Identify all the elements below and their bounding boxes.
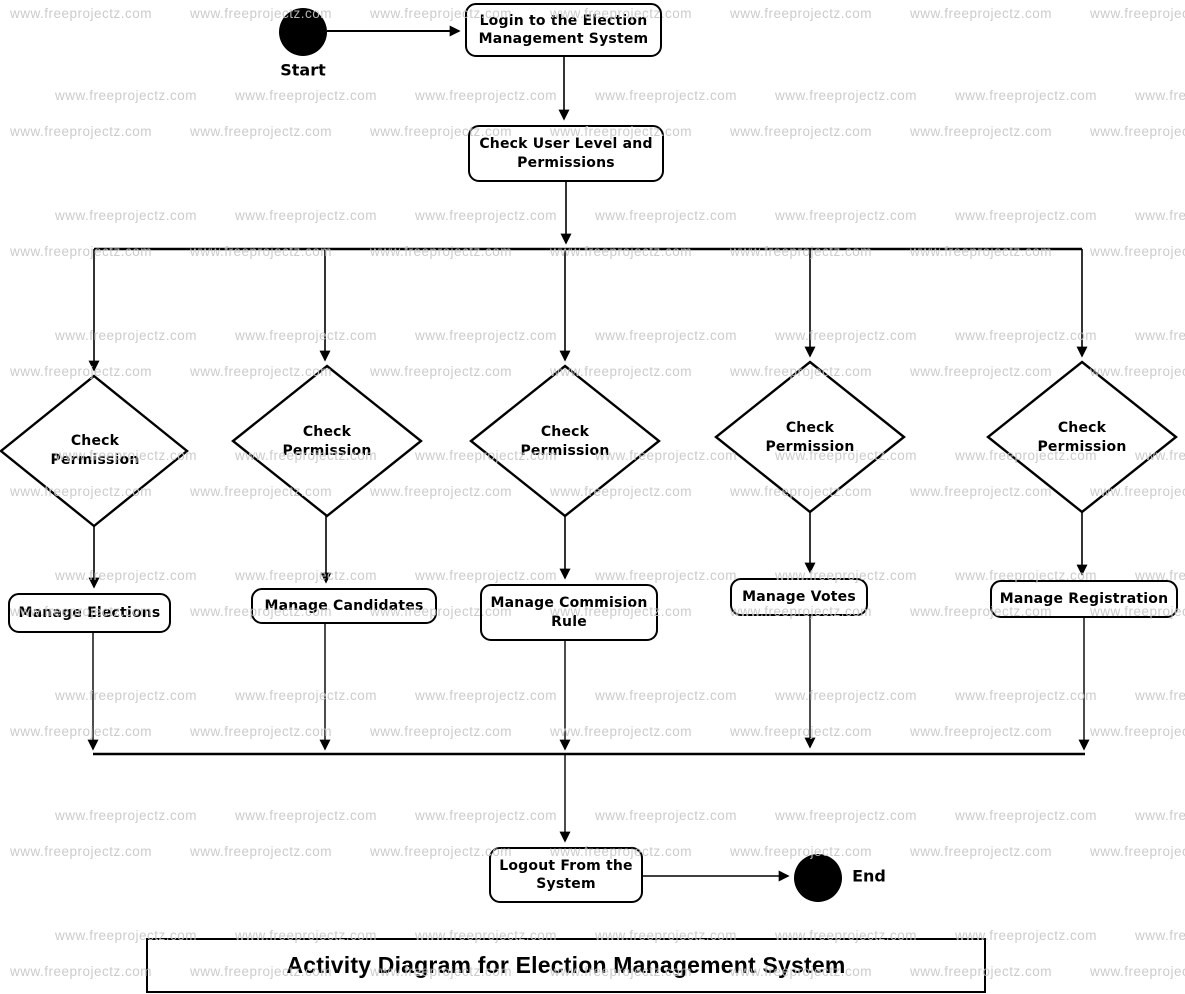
activity-manage-votes: Manage Votes bbox=[730, 578, 868, 616]
activity-check-user-level: Check User Level and Permissions bbox=[468, 125, 664, 182]
title-box: Activity Diagram for Election Management… bbox=[146, 938, 986, 993]
activity-manage-registration: Manage Registration bbox=[990, 580, 1178, 618]
decision-label-3: Check Permission bbox=[520, 424, 610, 459]
decision-label-4: Check Permission bbox=[765, 420, 855, 455]
decision-label-1: Check Permission bbox=[50, 433, 140, 468]
activity-logout: Logout From the System bbox=[489, 847, 643, 903]
end-node bbox=[794, 854, 842, 902]
diagram-title: Activity Diagram for Election Management… bbox=[286, 952, 846, 978]
activity-manage-candidates: Manage Candidates bbox=[251, 588, 437, 624]
decision-label-2: Check Permission bbox=[282, 424, 372, 459]
decision-label-5: Check Permission bbox=[1037, 420, 1127, 455]
activity-manage-elections: Manage Elections bbox=[8, 593, 171, 633]
activity-login: Login to the Election Management System bbox=[465, 3, 662, 57]
end-label: End bbox=[852, 866, 886, 886]
activity-manage-commision-rule: Manage Commision Rule bbox=[480, 584, 658, 641]
start-node bbox=[279, 8, 327, 56]
start-label: Start bbox=[280, 60, 326, 80]
decision-diamond-2 bbox=[231, 364, 423, 518]
